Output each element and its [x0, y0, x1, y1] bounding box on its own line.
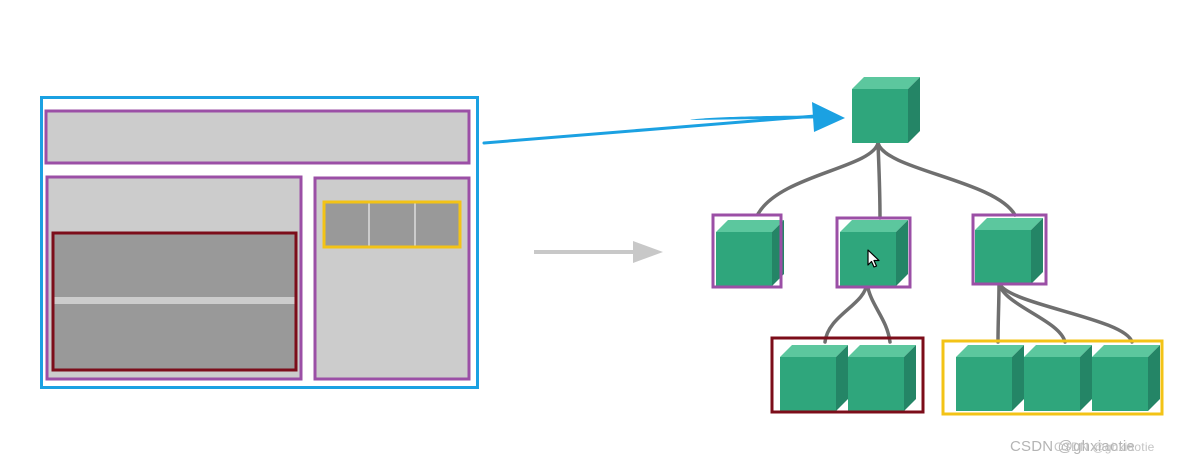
- watermark-overlay: CSDN @ghxiaotie: [1054, 440, 1155, 454]
- component-tree: [711, 77, 1164, 416]
- header-node-cube: [716, 220, 784, 286]
- list-divider: [54, 297, 295, 304]
- button-node-cube: [1092, 345, 1160, 411]
- sidebar-node-cube: [975, 218, 1043, 284]
- article-list-node-frame: [770, 336, 925, 414]
- root-mapping-arrow: [482, 102, 845, 145]
- watermark-label: CSDN @ghxiaotie: [1010, 438, 1135, 455]
- article-node-cube: [780, 345, 848, 411]
- ui-layout-wireframe: [40, 96, 479, 389]
- main-node-frame: [835, 216, 912, 289]
- button-node-cube: [1024, 345, 1092, 411]
- header-component: [44, 109, 471, 165]
- toolbar-button: [370, 202, 414, 247]
- toolbar-button-group: [322, 200, 462, 249]
- toolbar-button: [324, 202, 368, 247]
- header-node-frame: [711, 213, 783, 289]
- watermark-text: CSDN @ghxiaotie CSDN @ghxiaotie: [1010, 438, 1154, 455]
- sidebar-node-frame: [971, 213, 1048, 286]
- mouse-pointer-icon: [867, 249, 880, 268]
- transform-arrow-icon: [534, 241, 663, 263]
- tree-connectors: [756, 141, 1134, 344]
- toolbar-button: [416, 202, 460, 247]
- toolbar-node-frame: [941, 339, 1164, 416]
- toolbar-group-frame: [322, 200, 462, 249]
- button-node-cube: [956, 345, 1024, 411]
- article-node-cube: [848, 345, 916, 411]
- root-node-cube: [852, 77, 920, 143]
- main-node-cube: [840, 220, 908, 286]
